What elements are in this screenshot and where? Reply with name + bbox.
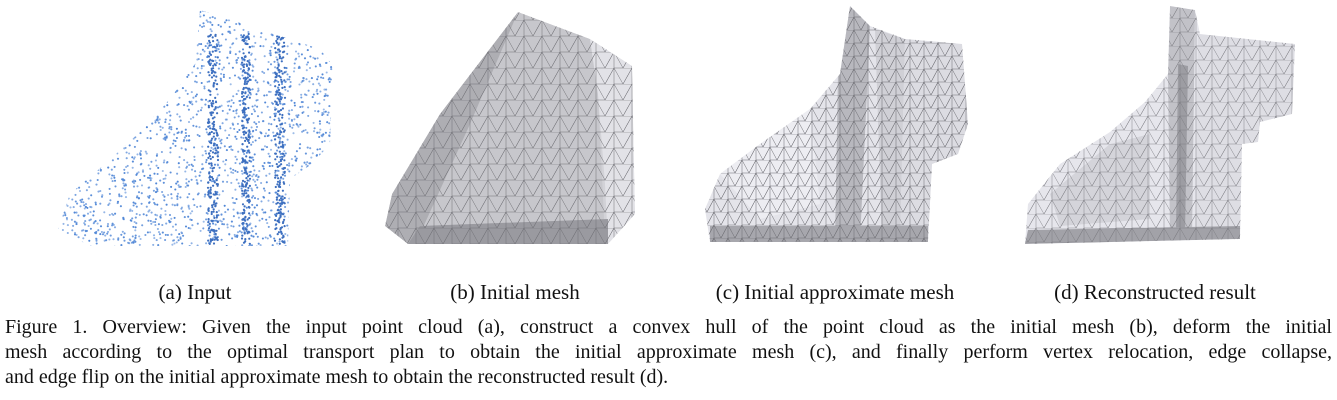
subcaption-initial-mesh: (b) Initial mesh xyxy=(450,280,580,304)
panel-initial-mesh xyxy=(380,4,665,256)
initial-approximate-mesh-image xyxy=(705,6,968,242)
subcaption-input: (a) Input xyxy=(158,280,232,304)
panel-input-point-cloud xyxy=(50,4,350,256)
figure-caption: Figure 1. Overview: Given the input poin… xyxy=(5,315,1332,390)
caption-line-1: Figure 1. Overview: Given the input poin… xyxy=(5,316,1332,338)
point-cloud-image xyxy=(58,10,333,246)
subcaption-initial-approximate-mesh: (c) Initial approximate mesh xyxy=(715,280,955,304)
caption-line-2: mesh according to the optimal transport … xyxy=(5,341,1332,363)
initial-mesh-image xyxy=(385,12,635,244)
subcaption-reconstructed-result: (d) Reconstructed result xyxy=(1054,280,1256,304)
caption-line-3: and edge flip on the initial approximate… xyxy=(5,366,669,388)
reconstructed-result-image xyxy=(1025,6,1295,244)
panel-initial-approximate-mesh xyxy=(700,4,990,256)
panel-reconstructed-result xyxy=(1020,4,1305,256)
